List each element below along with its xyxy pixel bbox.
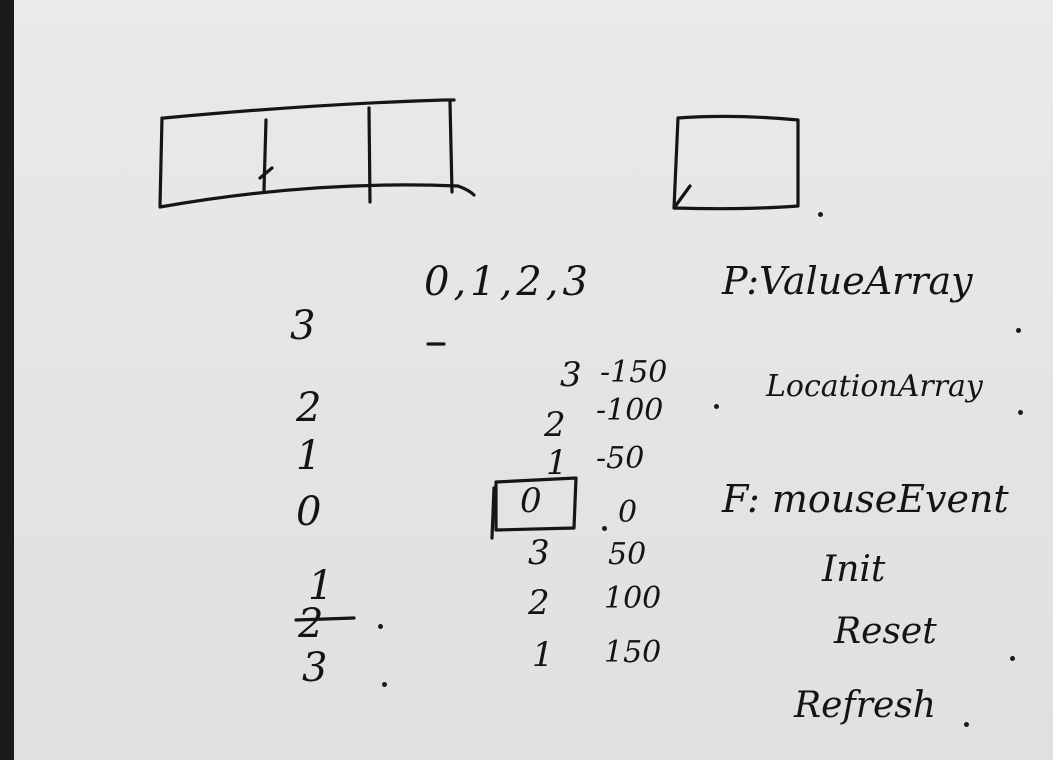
location-value: -100 bbox=[596, 393, 664, 428]
header-indices: 0,1,2,3 bbox=[424, 259, 592, 305]
single-box-outline bbox=[672, 114, 800, 211]
dot-mark bbox=[1010, 656, 1015, 661]
dot-mark bbox=[964, 722, 969, 727]
middle-index-value: 1 bbox=[532, 635, 554, 675]
method-init: Init bbox=[822, 549, 886, 590]
dot-mark bbox=[1018, 410, 1023, 415]
underline-mark bbox=[294, 616, 356, 622]
location-value: 100 bbox=[604, 581, 662, 616]
mouse-event-label: F: mouseEvent bbox=[722, 477, 1009, 521]
dot-mark bbox=[818, 212, 823, 217]
dot-mark bbox=[602, 526, 607, 531]
left-index-value: 1 bbox=[308, 563, 334, 609]
location-value: 0 bbox=[618, 495, 638, 530]
dot-mark bbox=[382, 682, 387, 687]
location-array-label: LocationArray bbox=[766, 369, 983, 404]
left-index-value: 0 bbox=[296, 489, 322, 535]
middle-index-value: 3 bbox=[528, 533, 550, 573]
dot-mark bbox=[378, 624, 383, 629]
middle-index-value: 1 bbox=[546, 443, 568, 483]
left-index-value: 1 bbox=[296, 433, 322, 479]
dot-mark bbox=[714, 404, 719, 409]
location-value: 150 bbox=[604, 635, 662, 670]
left-index-value: 3 bbox=[302, 645, 328, 691]
location-value: -150 bbox=[600, 355, 668, 390]
highlight-box bbox=[490, 476, 578, 540]
array-box-outline bbox=[158, 98, 476, 209]
method-refresh: Refresh bbox=[794, 685, 936, 726]
left-index-value: 2 bbox=[296, 385, 322, 431]
left-index-value: 3 bbox=[290, 303, 316, 349]
dot-mark bbox=[1016, 328, 1021, 333]
middle-index-value: 2 bbox=[528, 583, 550, 623]
left-index-value: 2 bbox=[298, 601, 324, 647]
middle-index-value: 2 bbox=[544, 405, 566, 445]
value-array-label: P:ValueArray bbox=[722, 259, 973, 303]
sketch-drawing bbox=[158, 98, 800, 622]
middle-index-value: 3 bbox=[560, 355, 582, 395]
middle-index-value: 0 bbox=[520, 481, 542, 521]
method-reset: Reset bbox=[834, 611, 937, 652]
array-divider-1 bbox=[258, 118, 274, 192]
array-divider-2 bbox=[367, 106, 372, 204]
location-value: -50 bbox=[596, 441, 645, 476]
notebook-page: 0,1,2,3 P:ValueArray LocationArray F: mo… bbox=[14, 0, 1053, 760]
location-value: 50 bbox=[608, 537, 647, 572]
